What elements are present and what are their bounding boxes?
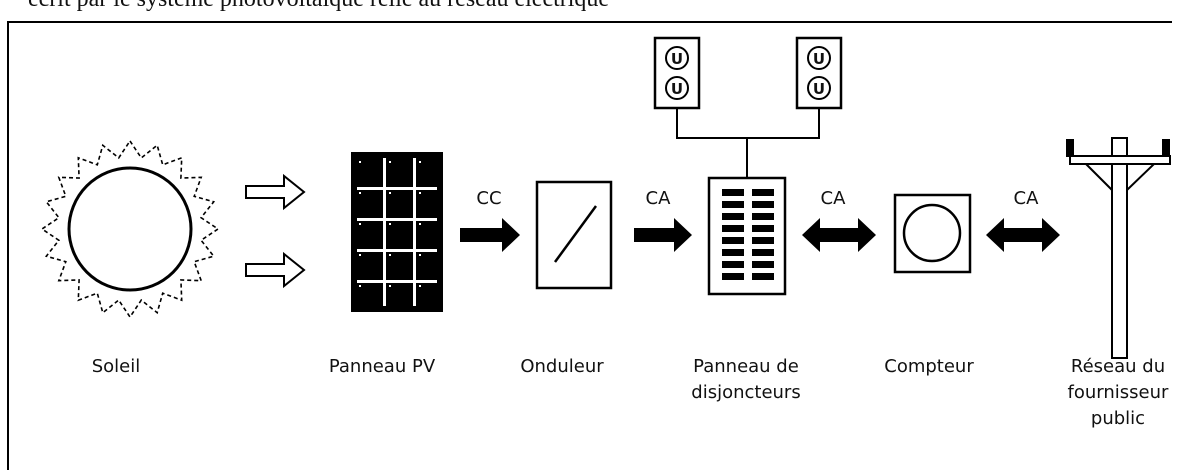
pv-cell-glint [359, 223, 361, 225]
label-meter: Compteur [884, 356, 974, 377]
outlet-socket: U [813, 50, 825, 68]
label-breaker-panel-line-2: disjoncteurs [691, 382, 800, 403]
outlet-wiring [676, 108, 820, 178]
label-pv-panel: Panneau PV [329, 356, 436, 377]
label-grid-line-3: public [1091, 408, 1145, 429]
pv-cell-divider [357, 249, 437, 252]
breaker-switch [752, 237, 774, 244]
breaker-switch [722, 225, 744, 232]
breaker-switch [722, 201, 744, 208]
meter-icon [893, 193, 972, 274]
dc-flow-arrow-icon [460, 218, 520, 252]
sun-rays [40, 139, 220, 319]
pv-cell-glint [419, 223, 421, 225]
label-grid-line-1: Réseau du [1071, 356, 1165, 377]
pv-cell-glint [389, 223, 391, 225]
pv-cell-glint [419, 192, 421, 194]
breaker-panel-icon [707, 176, 787, 296]
label-inverter: Onduleur [520, 356, 604, 377]
inverter-icon [535, 180, 613, 290]
pv-cell-glint [389, 285, 391, 287]
pv-cell-glint [389, 192, 391, 194]
outlet-socket: U [813, 80, 825, 98]
ac-bidirectional-arrow-icon [986, 218, 1060, 252]
top-caption-strip: ecrit par le systeme photovoltaique reli… [28, 0, 1168, 20]
label-breaker-panel-line-1: Panneau de [693, 356, 799, 377]
breaker-switch [752, 249, 774, 256]
pv-cell-glint [359, 192, 361, 194]
breaker-switch [752, 273, 774, 280]
pv-cell-glint [359, 161, 361, 163]
ac-flow-arrow-icon [634, 218, 692, 252]
sun-icon [40, 139, 220, 319]
pv-cell-divider [413, 158, 416, 306]
breaker-switch [752, 201, 774, 208]
outlet-socket: U [671, 50, 683, 68]
pv-cell-glint [419, 285, 421, 287]
outlet-socket: U [671, 80, 683, 98]
pv-cell-glint [389, 161, 391, 163]
flow-label-ca-1: CA [646, 188, 672, 209]
label-grid-line-2: fournisseur [1068, 382, 1169, 403]
flow-label-cc: CC [476, 188, 501, 209]
pv-cell-divider [357, 187, 437, 190]
pv-cell-glint [419, 161, 421, 163]
breaker-switch [722, 261, 744, 268]
breaker-switch [722, 189, 744, 196]
breaker-switch [722, 249, 744, 256]
pv-cell-glint [359, 254, 361, 256]
breaker-switch [722, 237, 744, 244]
pv-cell-divider [357, 280, 437, 283]
pv-cell-glint [419, 254, 421, 256]
pv-cell-glint [389, 254, 391, 256]
pv-cell-divider [357, 218, 437, 221]
wall-outlet-right-icon: U U [795, 36, 843, 110]
diagram-frame [7, 21, 1172, 470]
breaker-switch [752, 213, 774, 220]
sun-disc [67, 166, 193, 292]
pv-cell-divider [383, 158, 386, 306]
breaker-switch [722, 213, 744, 220]
caption-text: ecrit par le systeme photovoltaique reli… [28, 0, 609, 13]
flow-label-ca-3: CA [1014, 188, 1040, 209]
breaker-switch [752, 261, 774, 268]
breaker-switch [752, 225, 774, 232]
sunlight-arrow-icon [245, 251, 306, 289]
ac-bidirectional-arrow-icon [802, 218, 876, 252]
flow-label-ca-2: CA [821, 188, 847, 209]
sunlight-arrow-icon [245, 173, 306, 211]
label-sun: Soleil [92, 356, 141, 377]
wall-outlet-left-icon: U U [653, 36, 701, 110]
pv-cell-glint [359, 285, 361, 287]
breaker-switch [722, 273, 744, 280]
pv-panel-icon [351, 152, 443, 312]
breaker-switch [752, 189, 774, 196]
utility-pole-icon [1066, 137, 1171, 359]
